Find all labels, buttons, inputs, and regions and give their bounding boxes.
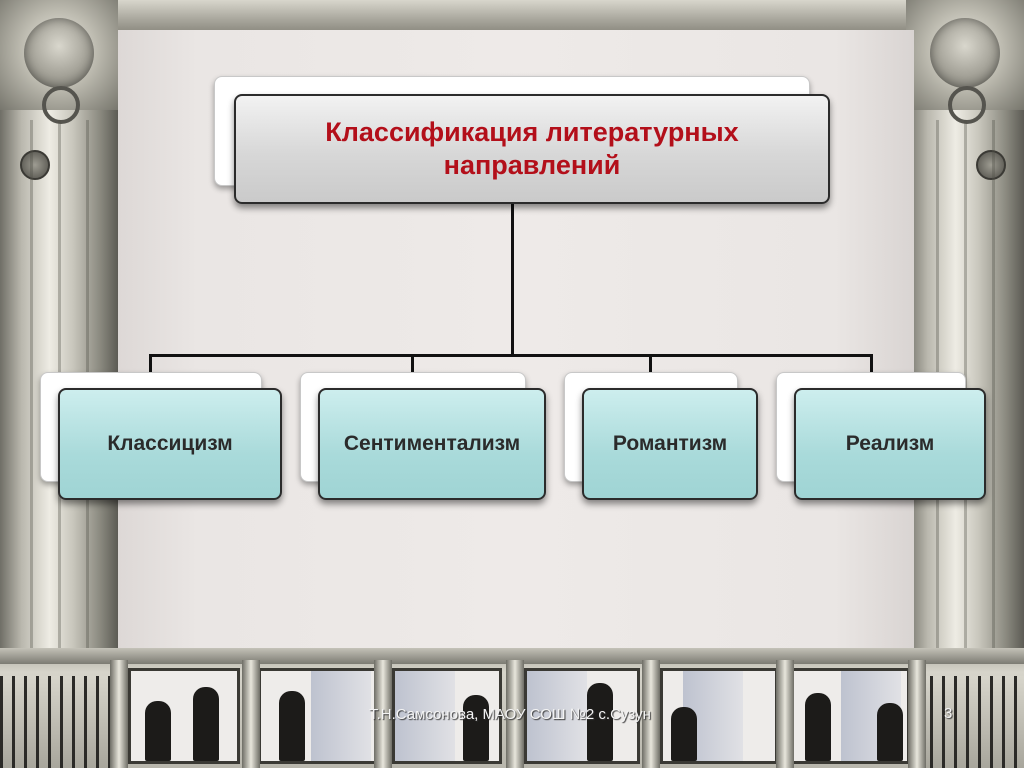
silhouette-window xyxy=(790,668,910,764)
silhouette-figure xyxy=(279,691,305,761)
right-column xyxy=(906,0,1024,690)
railing-post xyxy=(242,660,260,768)
page-number: 3 xyxy=(944,705,952,722)
silhouette-figure xyxy=(671,707,697,761)
silhouette-figure xyxy=(805,693,831,761)
lion-head-icon xyxy=(930,18,1000,88)
silhouette-figure xyxy=(193,687,219,761)
left-column xyxy=(0,0,118,690)
top-beam xyxy=(0,0,1024,32)
title-box: Классификация литературных направлений xyxy=(234,94,830,204)
railing-post xyxy=(908,660,926,768)
silhouette-window xyxy=(660,668,778,764)
footer-author: Т.Н.Самсонова, МАОУ СОШ №2 с.Сузун xyxy=(350,705,670,725)
connector-trunk xyxy=(511,202,514,354)
ring-icon xyxy=(948,86,986,124)
diagram-node: Реализм xyxy=(794,388,986,500)
node-label-sentimentalism: Сентиментализм xyxy=(344,432,520,456)
node-label-romanticism: Романтизм xyxy=(613,432,727,456)
diagram-node: Классицизм xyxy=(58,388,282,500)
column-flute xyxy=(30,120,33,650)
lion-head-icon xyxy=(24,18,94,88)
diagram-node: Романтизм xyxy=(582,388,758,500)
diagram-node: Сентиментализм xyxy=(318,388,546,500)
silhouette-figure xyxy=(877,703,903,761)
node-label-realism: Реализм xyxy=(846,432,935,456)
silhouette-window xyxy=(128,668,240,764)
medallion-icon xyxy=(20,150,50,180)
column-flute xyxy=(992,120,995,650)
right-gate-icon xyxy=(918,676,1024,768)
railing-post xyxy=(110,660,128,768)
ring-icon xyxy=(42,86,80,124)
left-gate-icon xyxy=(0,676,112,768)
railing-post xyxy=(776,660,794,768)
node-label-classicism: Классицизм xyxy=(107,432,232,456)
silhouette-figure xyxy=(145,701,171,761)
connector-bar xyxy=(149,354,873,357)
medallion-icon xyxy=(976,150,1006,180)
diagram-title: Классификация литературных направлений xyxy=(262,116,802,182)
